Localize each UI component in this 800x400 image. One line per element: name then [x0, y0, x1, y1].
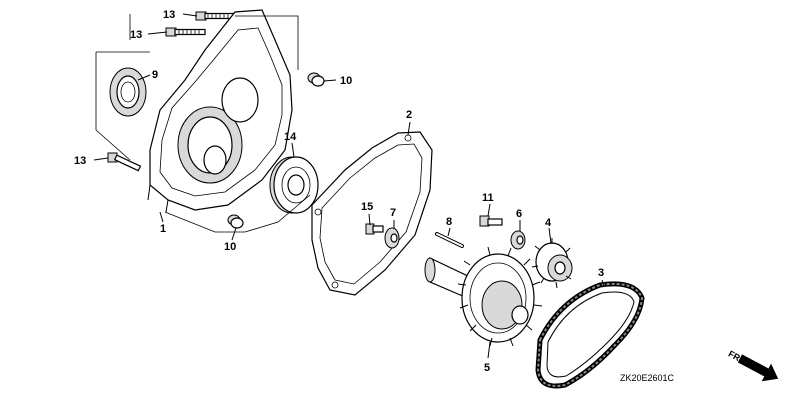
bolt-13-left — [107, 152, 142, 172]
callout-3: 3 — [598, 267, 604, 279]
callout-14: 14 — [284, 131, 297, 143]
leader-lines — [93, 13, 605, 359]
callout-9: 9 — [152, 69, 158, 81]
callout-13-upper: 13 — [130, 29, 142, 41]
washer-6 — [510, 230, 526, 250]
callout-7: 7 — [390, 207, 396, 219]
oil-seal-9 — [109, 67, 147, 117]
callout-10-lower: 10 — [224, 241, 236, 253]
callout-8: 8 — [446, 216, 452, 228]
callout-2: 2 — [406, 109, 412, 121]
callout-13-left: 13 — [74, 155, 86, 167]
dowel-pin-10-upper — [307, 72, 325, 87]
drive-chain-3 — [535, 281, 645, 389]
callout-1: 1 — [160, 223, 166, 235]
callout-13-top: 13 — [163, 9, 175, 21]
bolt-13-upper — [165, 27, 206, 37]
transmission-case-1 — [147, 9, 293, 213]
callout-10-upper: 10 — [340, 75, 352, 87]
dowel-pin-10-lower — [227, 214, 244, 229]
bolt-11 — [479, 215, 503, 227]
callout-11: 11 — [482, 192, 494, 204]
bearing-14 — [269, 156, 319, 214]
pin-8 — [435, 232, 464, 248]
gasket-2 — [311, 131, 433, 296]
sprocket-4 — [531, 238, 573, 289]
callout-15: 15 — [361, 201, 373, 213]
callout-6: 6 — [516, 208, 522, 220]
drawing-code: ZK20E2601C — [620, 373, 675, 383]
sprocket-5 — [424, 246, 543, 347]
callout-5: 5 — [484, 362, 490, 374]
bolt-15 — [365, 223, 384, 235]
callout-4: 4 — [545, 217, 552, 229]
front-direction-arrow — [737, 354, 779, 382]
washer-7 — [384, 227, 400, 249]
